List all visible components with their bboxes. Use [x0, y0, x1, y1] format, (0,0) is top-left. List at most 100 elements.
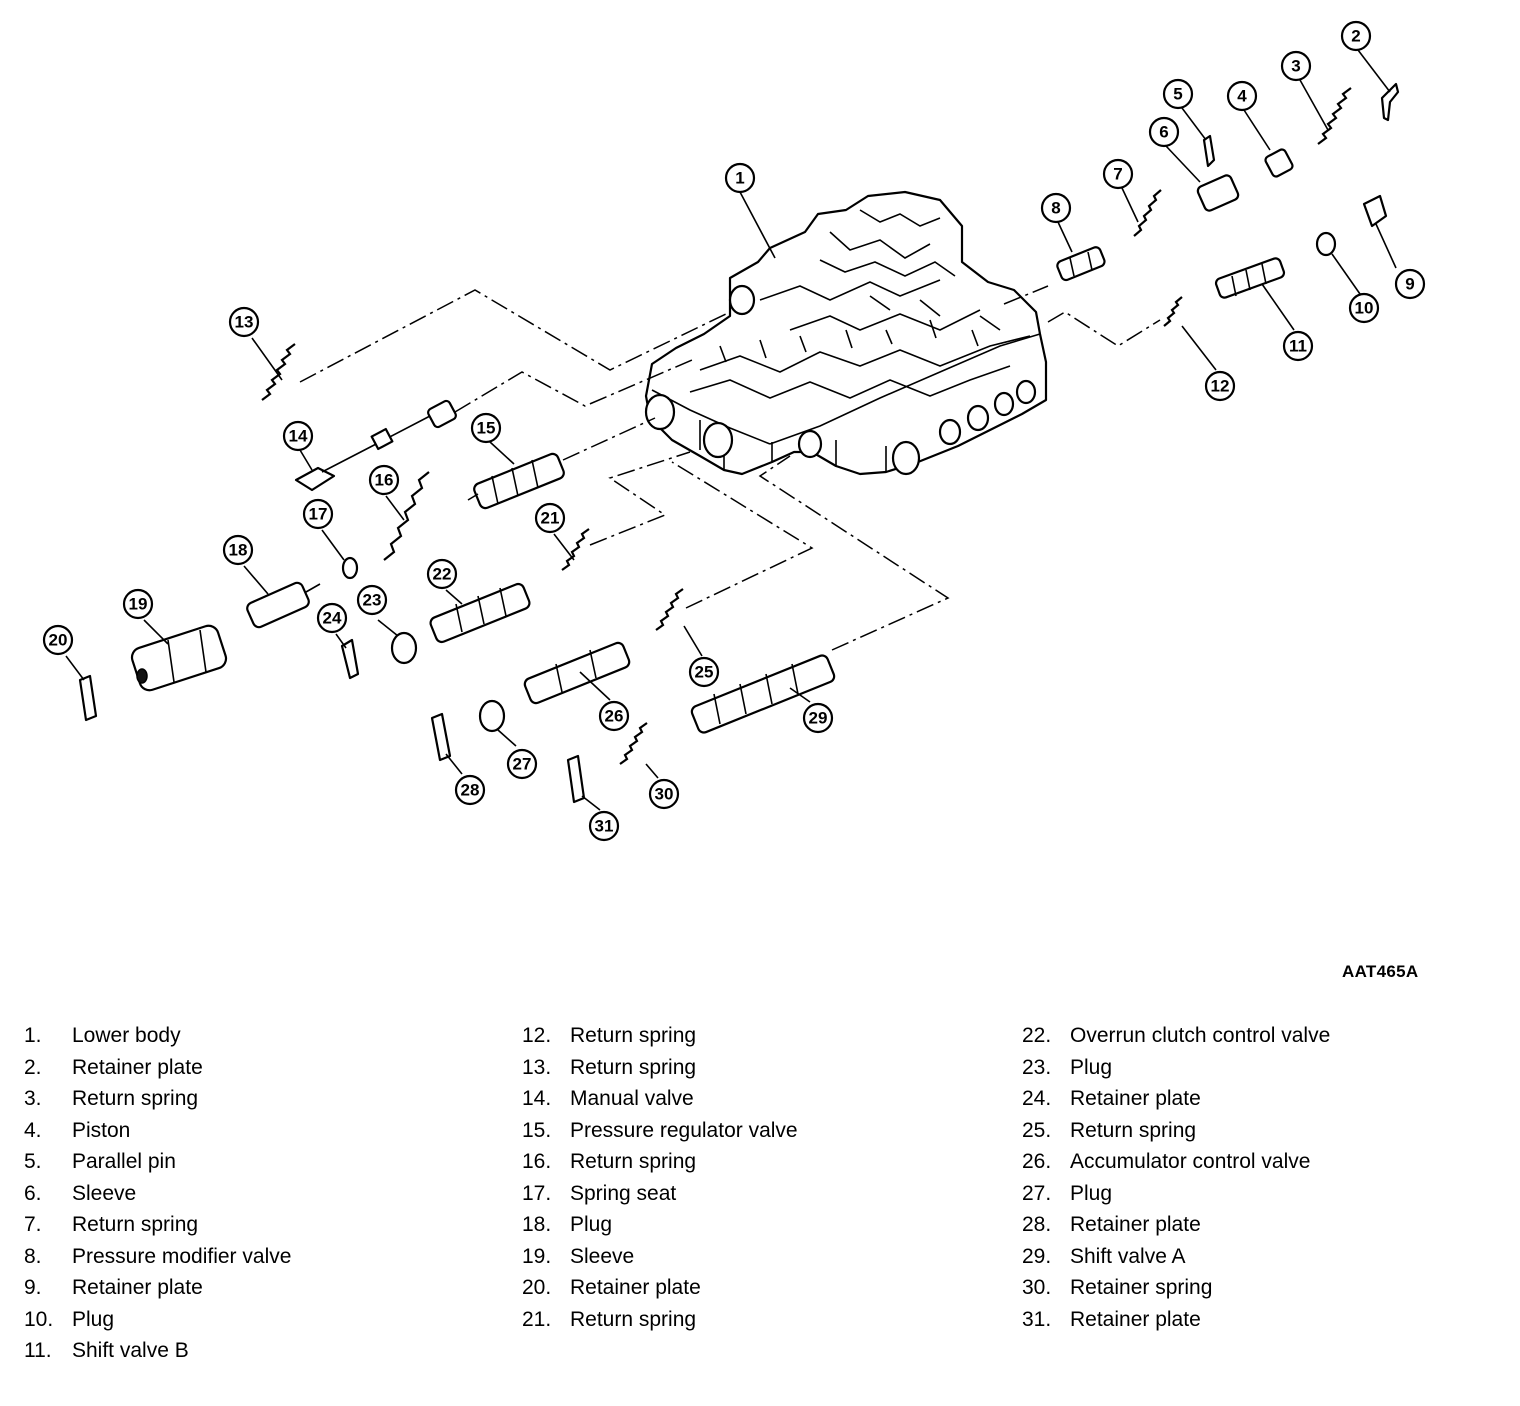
exploded-parts-diagram: 1234567891011121314151617181920212223242… — [42, 20, 1426, 842]
callout-number: 5 — [1173, 85, 1182, 104]
callout-number: 15 — [477, 419, 496, 438]
legend-item-number: 15. — [522, 1118, 552, 1142]
callout-9: 9 — [1394, 268, 1426, 300]
legend-item-name: Pressure modifier valve — [72, 1244, 292, 1268]
legend-item-number: 24. — [1022, 1087, 1052, 1110]
part-plug-23 — [390, 631, 418, 665]
part-overrun-clutch-control-valve-22 — [429, 582, 531, 644]
part-accumulator-control-valve-26 — [523, 641, 631, 705]
callout-20: 20 — [42, 624, 74, 656]
part-shift-valve-a-29 — [690, 654, 836, 734]
callout-number: 26 — [605, 707, 624, 726]
callout-number: 13 — [235, 313, 254, 332]
part-pressure-regulator-valve-15 — [467, 452, 565, 510]
callout-number: 11 — [1289, 337, 1307, 356]
legend-item-name: Pressure regulator valve — [570, 1118, 798, 1142]
callout-27: 27 — [506, 748, 538, 780]
callout-1: 1 — [724, 162, 756, 194]
part-plug-18 — [246, 581, 321, 629]
part-retainer-plate-2 — [1380, 82, 1400, 122]
legend-item-name: Lower body — [72, 1024, 181, 1047]
callout-number: 6 — [1159, 123, 1168, 142]
part-retainer-spring-30 — [619, 722, 648, 765]
legend-item-name: Retainer plate — [1070, 1087, 1201, 1110]
legend-item-name: Shift valve B — [72, 1339, 189, 1362]
legend-item-name: Plug — [72, 1307, 115, 1331]
part-return-spring-25 — [655, 588, 684, 631]
callout-number: 16 — [375, 471, 394, 490]
callout-circle — [228, 306, 260, 338]
legend-item-number: 21. — [522, 1307, 552, 1331]
part-spring-seat-17 — [341, 556, 359, 580]
legend-item-name: Retainer plate — [1070, 1307, 1201, 1331]
part-plug-27 — [478, 699, 506, 733]
legend-item-number: 6. — [24, 1181, 42, 1205]
legend-item-number: 19. — [522, 1244, 552, 1268]
callout-circle — [688, 656, 720, 688]
legend-item-number: 12. — [522, 1024, 552, 1047]
part-retainer-plate-9 — [1362, 194, 1388, 228]
callout-circle — [222, 534, 254, 566]
callout-17: 17 — [302, 498, 334, 530]
callout-number: 17 — [309, 505, 328, 524]
callout-circle — [1394, 268, 1426, 300]
callout-25: 25 — [688, 656, 720, 688]
callout-circle — [302, 498, 334, 530]
callout-circle — [1226, 80, 1258, 112]
legend-item-name: Overrun clutch control valve — [1070, 1024, 1331, 1047]
callout-circle — [534, 502, 566, 534]
callout-circle — [122, 588, 154, 620]
callout-10: 10 — [1348, 292, 1380, 324]
callout-circle — [316, 602, 348, 634]
callout-number: 24 — [323, 609, 342, 628]
part-manual-valve-14 — [294, 399, 457, 492]
callout-8: 8 — [1040, 192, 1072, 224]
callout-number: 1 — [735, 169, 744, 188]
callout-11: 11 — [1282, 330, 1314, 362]
part-return-spring-21 — [561, 528, 590, 571]
callout-circle — [42, 624, 74, 656]
callout-4: 4 — [1226, 80, 1258, 112]
callout-circle — [802, 702, 834, 734]
legend-item-number: 28. — [1022, 1213, 1052, 1236]
part-parallel-pin-5 — [1202, 134, 1216, 168]
callout-circle — [1204, 370, 1236, 402]
callout-28: 28 — [454, 774, 486, 806]
callout-number: 12 — [1211, 377, 1230, 396]
callout-circle — [1282, 330, 1314, 362]
part-retainer-plate-28 — [430, 712, 452, 762]
legend-item-name: Return spring — [72, 1087, 199, 1110]
legend-item-name: Return spring — [72, 1213, 199, 1236]
callout-circle — [470, 412, 502, 444]
callout-number: 30 — [655, 785, 674, 804]
callout-3: 3 — [1280, 50, 1312, 82]
legend-item-number: 5. — [24, 1150, 42, 1173]
part-return-spring-3 — [1317, 87, 1352, 145]
callout-13: 13 — [228, 306, 260, 338]
callout-24: 24 — [316, 602, 348, 634]
callout-31: 31 — [588, 810, 620, 842]
part-return-spring-7 — [1133, 189, 1162, 237]
callout-2: 2 — [1340, 20, 1372, 52]
callout-number: 25 — [695, 663, 714, 682]
legend-item-name: Retainer spring — [1070, 1276, 1213, 1299]
legend-item-number: 2. — [24, 1055, 42, 1079]
legend-item-number: 13. — [522, 1055, 552, 1079]
assembly-axis-lines — [299, 285, 1161, 651]
callout-circle — [588, 810, 620, 842]
callout-circle — [1102, 158, 1134, 190]
callout-circle — [598, 700, 630, 732]
figure-code: AAT465A — [1342, 962, 1419, 981]
callout-16: 16 — [368, 464, 400, 496]
callout-30: 30 — [648, 778, 680, 810]
callout-circle — [282, 420, 314, 452]
callout-circle — [368, 464, 400, 496]
legend-item-name: Accumulator control valve — [1070, 1150, 1311, 1173]
legend-item-name: Piston — [72, 1118, 131, 1142]
callout-circle — [356, 584, 388, 616]
legend-item-name: Return spring — [570, 1024, 697, 1047]
callout-circle — [1040, 192, 1072, 224]
callout-23: 23 — [356, 584, 388, 616]
legend-item-number: 11. — [24, 1339, 52, 1362]
